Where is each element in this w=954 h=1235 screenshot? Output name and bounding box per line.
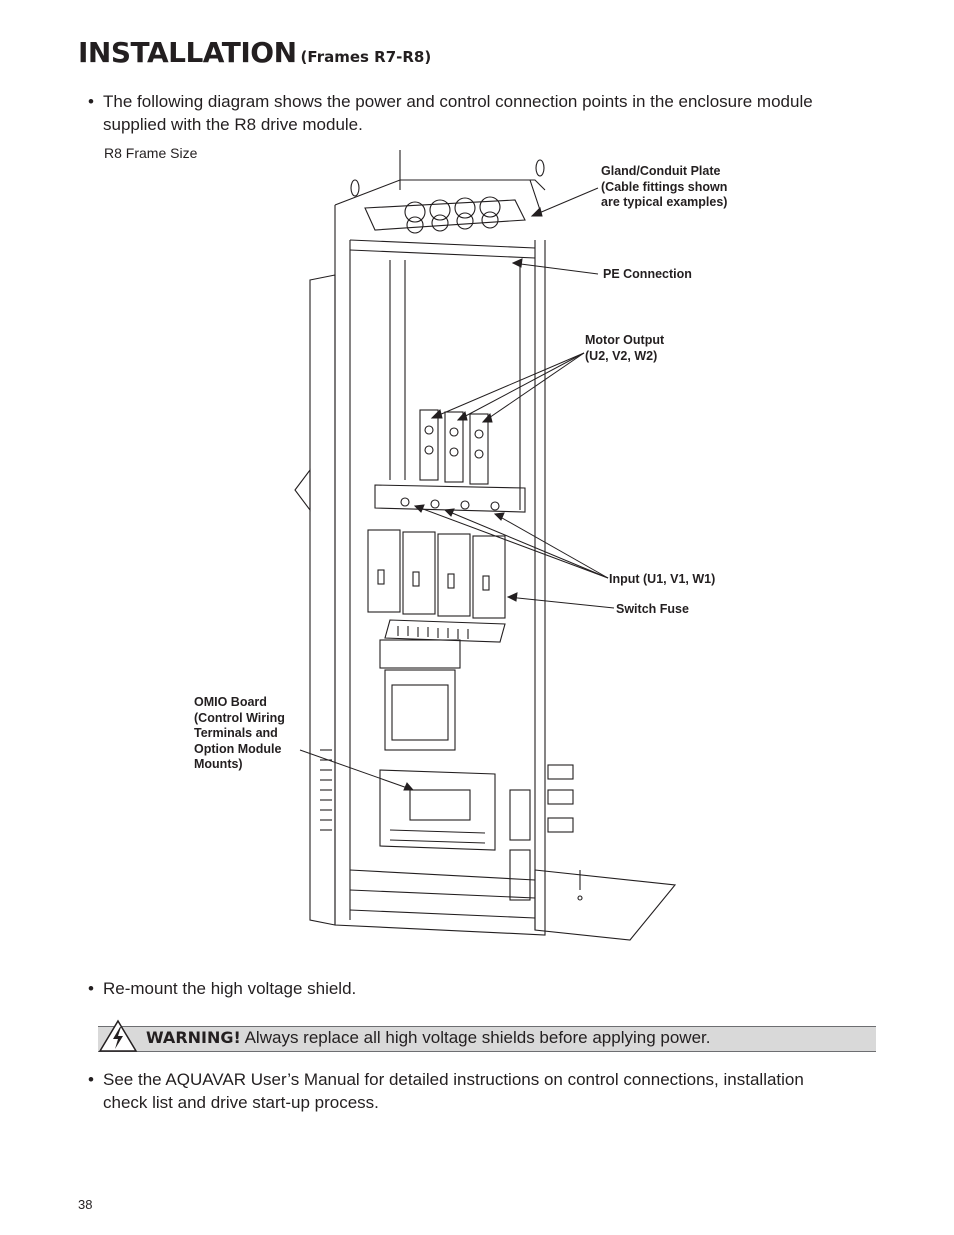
bullet-remount-shield: • Re-mount the high voltage shield. (88, 977, 688, 1000)
page-number: 38 (78, 1197, 93, 1212)
warning-message: WARNING! Always replace all high voltage… (146, 1027, 710, 1049)
callout-line: Gland/Conduit Plate (601, 164, 721, 178)
bullet-symbol: • (88, 979, 94, 998)
enclosure-diagram (294, 150, 677, 941)
bullet-see-manual: • See the AQUAVAR User’s Manual for deta… (88, 1068, 848, 1114)
callout-motor-output: Motor Output (U2, V2, W2) (585, 333, 664, 364)
bullet-symbol: • (88, 92, 94, 111)
callout-switch-fuse: Switch Fuse (616, 602, 689, 616)
warning-banner (98, 1026, 876, 1052)
callout-line: (U2, V2, W2) (585, 348, 658, 363)
callout-line: Motor Output (585, 333, 665, 347)
warning-text: Always replace all high voltage shields … (244, 1028, 711, 1047)
callout-line: (Cable fittings shown (601, 179, 728, 194)
callout-omio-board: OMIO Board (Control Wiring Terminals and… (194, 695, 285, 773)
callout-line: OMIO Board (194, 695, 267, 709)
bullet-text: See the AQUAVAR User’s Manual for detail… (103, 1070, 804, 1112)
bullet-text: The following diagram shows the power an… (103, 92, 813, 134)
figure-label: R8 Frame Size (104, 145, 198, 161)
callout-line: (Control Wiring (194, 710, 285, 725)
bullet-diagram-intro: • The following diagram shows the power … (88, 90, 858, 136)
callout-gland-conduit-plate: Gland/Conduit Plate (Cable fittings show… (601, 164, 727, 211)
callout-input: Input (U1, V1, W1) (609, 572, 716, 586)
callout-line: are typical examples) (601, 195, 728, 209)
bullet-text: Re-mount the high voltage shield. (103, 979, 357, 998)
bullet-symbol: • (88, 1070, 94, 1089)
callout-line: Option Module (194, 741, 282, 756)
callout-line: Terminals and (194, 726, 278, 740)
section-subtitle: (Frames R7-R8) (300, 48, 432, 66)
section-title: INSTALLATION (78, 36, 297, 69)
high-voltage-warning-icon (98, 1019, 138, 1052)
page-title: INSTALLATION(Frames R7-R8) (78, 36, 431, 69)
callout-pe-connection: PE Connection (603, 267, 692, 281)
callout-line: Mounts) (194, 757, 243, 771)
warning-label: WARNING! (146, 1028, 241, 1047)
